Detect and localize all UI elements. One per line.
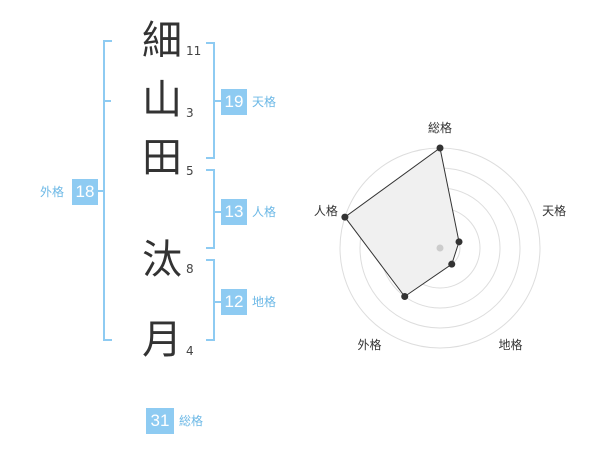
stroke-count-3: 5 <box>186 164 194 178</box>
stroke-count-4: 8 <box>186 262 194 276</box>
radar-point-1 <box>436 144 444 152</box>
chikaku-value-badge: 12 <box>221 289 247 315</box>
radar-axis-label-4: 外格 <box>357 337 381 352</box>
radar-data-polygon <box>344 147 460 298</box>
radar-point-4 <box>401 293 409 301</box>
jinkaku-bracket <box>206 169 215 249</box>
soukaku-value-badge: 31 <box>146 408 174 434</box>
radar-axis-label-3: 地格 <box>498 337 522 352</box>
radar-center-dot <box>436 244 444 252</box>
chikaku-bracket <box>206 259 215 341</box>
radar-axis-label-5: 人格 <box>314 203 338 218</box>
name-char-2: 山 <box>142 77 182 123</box>
stroke-count-2: 3 <box>186 106 194 120</box>
radar-data-points <box>341 144 463 301</box>
name-char-3: 田 <box>142 135 182 181</box>
stroke-count-1: 11 <box>186 44 202 58</box>
name-char-1: 細 <box>142 18 182 64</box>
radar-axis-label-2: 天格 <box>542 203 566 218</box>
name-char-4: 汰 <box>142 237 182 283</box>
tenkaku-value-badge: 19 <box>221 89 247 115</box>
gaikaku-value-badge: 18 <box>72 179 98 205</box>
radar-axis-label-1: 総格 <box>428 120 452 135</box>
radar-point-3 <box>448 260 456 268</box>
soukaku-label: 総格 <box>179 414 204 428</box>
jinkaku-label: 人格 <box>252 205 277 219</box>
chikaku-label: 地格 <box>252 295 277 309</box>
name-char-5: 月 <box>142 317 182 363</box>
gaikaku-label: 外格 <box>40 185 65 199</box>
stroke-count-5: 4 <box>186 344 194 358</box>
jinkaku-value-badge: 13 <box>221 199 247 225</box>
radar-point-2 <box>455 238 463 246</box>
radar-point-5 <box>341 213 349 221</box>
tenkaku-label: 天格 <box>252 95 277 109</box>
